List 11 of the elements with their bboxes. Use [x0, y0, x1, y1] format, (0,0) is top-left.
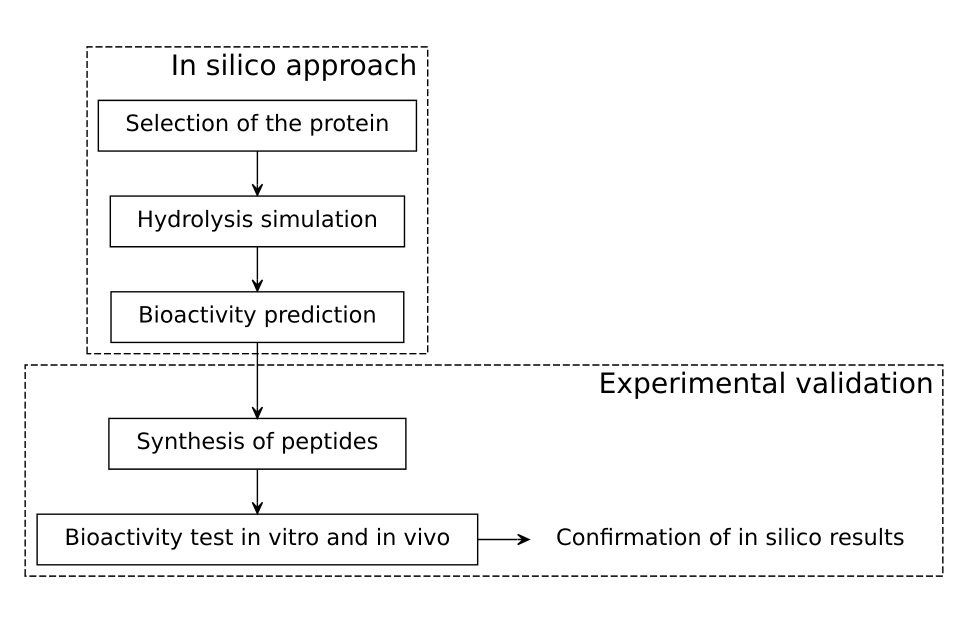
node-text: Confirmation of in silico results	[556, 524, 905, 550]
arrow	[252, 469, 264, 514]
node-box: Synthesis of peptides	[108, 417, 407, 470]
node-box: Hydrolysis simulation	[110, 194, 406, 247]
node-box: Selection of the protein	[98, 99, 418, 152]
arrow	[478, 533, 530, 545]
node-box: Bioactivity prediction	[110, 290, 404, 343]
arrow	[252, 151, 264, 196]
arrow	[252, 246, 264, 292]
node-box: Bioactivity test in vitro and in vivo	[36, 512, 478, 566]
arrow	[252, 342, 264, 419]
